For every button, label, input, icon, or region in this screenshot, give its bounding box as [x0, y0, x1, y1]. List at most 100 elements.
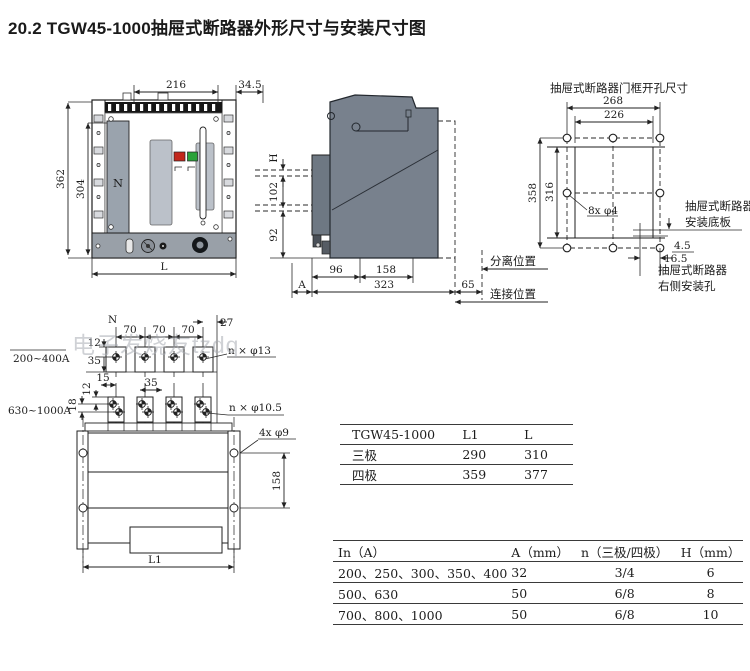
dim-92: 92 [268, 228, 280, 241]
green-indicator [187, 151, 198, 162]
note-right-mounting-holes: 右侧安装孔 [658, 279, 716, 293]
mounting-holes [562, 133, 665, 253]
table-row: 200、250、300、350、400 32 3/4 6 [333, 561, 743, 583]
dim-H: H [268, 153, 280, 162]
dim-316: 316 [544, 182, 556, 202]
dim-70b: 70 [152, 324, 165, 336]
front-base-strip [91, 232, 237, 259]
current-range-row2: 630~1000A [8, 405, 72, 417]
red-indicator [173, 151, 186, 162]
table-header-cell: In（A） [333, 540, 508, 562]
note-drawout-breaker-2: 抽屉式断路器 [658, 263, 727, 277]
table-cell: 6/8 [571, 603, 675, 625]
holes-label-row1: n × φ13 [228, 345, 271, 357]
table-row: 四极 359 377 [340, 464, 573, 485]
terminal-and-base-drawing: N 70 70 70 27 12 [8, 314, 296, 573]
front-body: N [91, 92, 237, 259]
dim-362: 362 [55, 169, 67, 189]
door-frame-geometry [547, 133, 742, 276]
dim-27: 27 [220, 317, 233, 329]
table-cell: 290 [458, 444, 521, 465]
table-header-cell: A（mm） [507, 540, 572, 562]
current-rating-table: In（A） A（mm） n（三极/四极） H（mm） 200、250、300、3… [333, 540, 743, 625]
dim-12-row2: 12 [81, 382, 93, 395]
table-cell: 8 [674, 582, 743, 604]
front-view-drawing: N [55, 79, 264, 278]
poles-dimension-table: TGW45-1000 L1 L 三极 290 310 四极 359 377 [340, 424, 573, 485]
table-cell: 500、630 [333, 582, 508, 604]
dim-158s: 158 [376, 264, 396, 276]
dim-70c: 70 [181, 324, 194, 336]
dim-18: 18 [67, 398, 79, 411]
dim-323: 323 [374, 279, 394, 291]
side-dimensions: H 102 92 96 158 A 323 65 分离位置 连接位置 [268, 153, 548, 305]
door-frame-drawing: 抽屉式断路器门框开孔尺寸 268 [527, 81, 750, 293]
dim-216: 216 [166, 79, 186, 91]
dim-226: 226 [604, 109, 624, 121]
base-holes-label: 4x φ9 [259, 427, 289, 439]
dim-L1: L1 [148, 554, 162, 566]
table-cell: 700、800、1000 [333, 603, 508, 625]
table-header-cell: L [520, 424, 573, 445]
table-cell: 10 [674, 603, 743, 625]
dim-70a: 70 [123, 324, 136, 336]
dim-102: 102 [268, 182, 280, 202]
dim-15: 15 [96, 372, 109, 384]
terminal-row2: 630~1000A 15 35 12 [8, 372, 284, 425]
table-header-cell: H（mm） [674, 540, 743, 562]
table-cell: 50 [507, 603, 572, 625]
racking-handle [199, 126, 207, 220]
hatch-ticks [108, 104, 216, 111]
table-cell: 377 [520, 464, 573, 485]
table-cell: 359 [458, 464, 521, 485]
terminal-block-side [311, 154, 331, 236]
label-connected-position: 连接位置 [490, 287, 536, 301]
terminal-row1: N 70 70 70 27 12 [10, 314, 276, 428]
side-view-drawing: H 102 92 96 158 A 323 65 分离位置 连接位置 [255, 94, 548, 305]
dim-A: A [297, 279, 306, 291]
door-frame-title: 抽屉式断路器门框开孔尺寸 [550, 81, 688, 95]
note-base-plate: 安装底板 [685, 215, 731, 229]
table-row: 500、630 50 6/8 8 [333, 582, 743, 604]
page-title: 20.2 TGW45-1000抽屉式断路器外形尺寸与安装尺寸图 [8, 19, 427, 38]
table-cell: 50 [507, 582, 572, 604]
table-row: 三极 290 310 [340, 444, 573, 465]
dim-158-base: 158 [271, 471, 283, 491]
dim-358: 358 [527, 183, 539, 203]
dim-34-5: 34.5 [238, 79, 261, 91]
table-cell: 310 [520, 444, 573, 465]
base-holes [78, 448, 239, 513]
table-cell: 6/8 [571, 582, 675, 604]
dim-4-5: 4.5 [674, 240, 691, 252]
dim-35-row2: 35 [144, 377, 157, 389]
table-cell: 3/4 [571, 561, 675, 583]
rail-details [93, 114, 234, 219]
table-row: 700、800、1000 50 6/8 10 [333, 603, 743, 625]
door-frame-dimensions: 268 226 358 316 8x φ4 4.5 16.5 抽屉式断路器 安装… [527, 95, 750, 293]
table-cell: 32 [507, 561, 572, 583]
dim-16-5: 16.5 [664, 253, 687, 265]
table-cell: 三极 [340, 444, 459, 465]
dim-65: 65 [461, 279, 474, 291]
table-cell: 四极 [340, 464, 459, 485]
side-body [255, 94, 483, 300]
terminal-n-label: N [108, 314, 117, 326]
table-header-cell: TGW45-1000 [340, 424, 459, 445]
table-cell: 200、250、300、350、400 [333, 561, 508, 583]
base-plate: 158 4x φ9 L1 [76, 417, 296, 573]
dim-35-row1: 35 [88, 355, 101, 367]
dim-L: L [161, 261, 168, 273]
holes-label-row2: n × φ10.5 [229, 402, 282, 414]
front-dimensions: 216 34.5 362 304 L [55, 79, 264, 278]
dim-268: 268 [603, 95, 623, 107]
current-range-row1: 200~400A [13, 353, 70, 365]
table-cell: 6 [674, 561, 743, 583]
dim-304: 304 [75, 179, 87, 199]
table-header-cell: n（三极/四极） [571, 540, 675, 562]
dim-12-row1: 12 [88, 337, 101, 349]
label-separated-position: 分离位置 [490, 254, 536, 268]
note-drawout-breaker-1: 抽屉式断路器 [685, 199, 750, 213]
table-row: TGW45-1000 L1 L [340, 424, 573, 445]
dim-96: 96 [329, 264, 343, 276]
